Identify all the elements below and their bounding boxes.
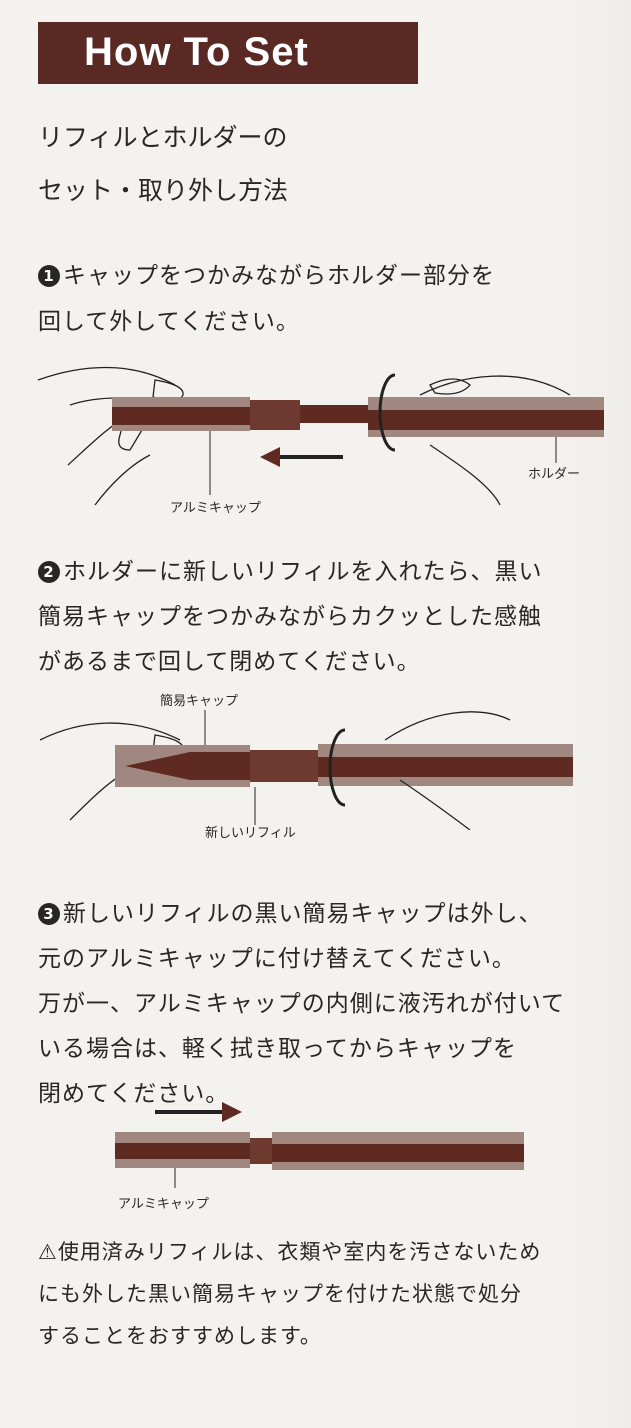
arrow-right-icon	[155, 1102, 242, 1122]
title-banner: How To Set	[38, 22, 418, 84]
step-2-line-2: 簡易キャップをつかみながらカクッとした感触	[38, 604, 542, 630]
step-text: 新しいリフィルの黒い簡易キャップは外し、	[63, 901, 543, 927]
refill-tip	[125, 752, 250, 780]
label-holder: ホルダー	[528, 467, 581, 482]
warning-icon: ⚠	[38, 1240, 58, 1264]
step-text: キャップをつかみながらホルダー部分を	[63, 263, 495, 289]
step-3-line-4: いる場合は、軽く拭き取ってからキャップを	[38, 1036, 517, 1062]
figure-2-illustration	[39, 710, 573, 830]
label-simple-cap: 簡易キャップ	[160, 694, 239, 709]
step-number-2: 2	[38, 561, 60, 583]
heading-line-1: リフィルとホルダーの	[38, 123, 288, 152]
label-new-refill: 新しいリフィル	[205, 826, 296, 841]
figure-1-illustration	[37, 366, 604, 506]
figure-3-illustration	[115, 1102, 524, 1188]
note-line-2: にも外した黒い簡易キャップを付けた状態で処分	[38, 1282, 522, 1306]
rotate-arrow-icon	[378, 373, 396, 452]
step-3-line-2: 元のアルミキャップに付け替えてください。	[38, 946, 516, 972]
hand-right-icon	[378, 373, 571, 506]
rotate-arrow-icon	[328, 728, 346, 807]
paper-shadow	[551, 0, 631, 1428]
note-line-1: ⚠使用済みリフィルは、衣類や室内を汚さないため	[38, 1236, 541, 1266]
hand-left-icon	[37, 366, 184, 506]
label-aluminum-cap: アルミキャップ	[170, 501, 261, 516]
step-text: ホルダーに新しいリフィルを入れたら、黒い	[63, 559, 543, 585]
arrow-left-icon	[260, 447, 343, 467]
heading-line-2: セット・取り外し方法	[38, 176, 289, 205]
step-1-line-2: 回して外してください。	[38, 309, 300, 335]
step-3-line-3: 万が一、アルミキャップの内側に液汚れが付いて	[38, 991, 566, 1017]
label-aluminum-cap: アルミキャップ	[118, 1197, 209, 1212]
hand-right-icon	[328, 711, 511, 830]
step-number-1: 1	[38, 265, 60, 287]
note-line-3: することをおすすめします。	[38, 1324, 322, 1348]
title: How To Set	[84, 30, 309, 74]
step-3-line-5: 閉めてください。	[38, 1081, 230, 1107]
step-number-3: 3	[38, 903, 60, 925]
note-text: 使用済みリフィルは、衣類や室内を汚さないため	[57, 1240, 542, 1264]
step-2-line-3: があるまで回して閉めてください。	[38, 649, 421, 675]
new-refill	[250, 750, 320, 782]
